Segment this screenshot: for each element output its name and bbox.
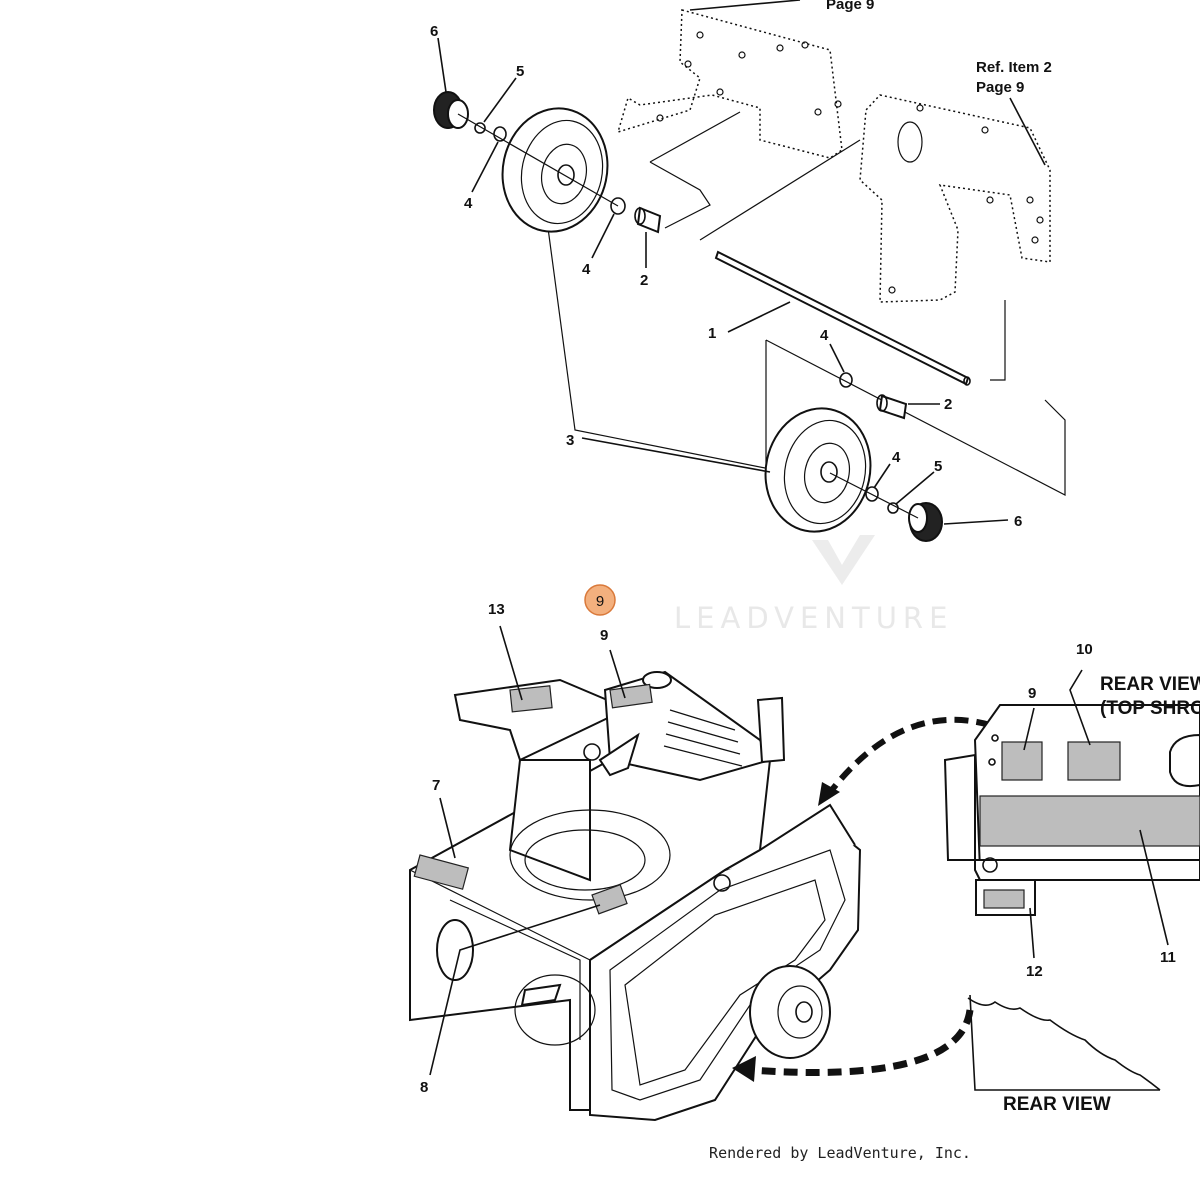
rear-decal-10 (1067, 741, 1121, 781)
handle-bracket (756, 696, 786, 764)
leader-part-5a (483, 77, 517, 123)
leader-part-7 (439, 797, 456, 859)
callout-part-10: 10 (1076, 641, 1093, 658)
decal-9 (609, 683, 653, 709)
snowthrower-housing (409, 759, 862, 1122)
footer-credit: Rendered by LeadVenture, Inc. (0, 1144, 1200, 1162)
hub-cap-upper (433, 91, 469, 129)
dashed-arrow-upper (818, 716, 991, 806)
leader-part-8 (429, 904, 601, 1076)
impeller-opening (509, 809, 671, 901)
rear-decal-11 (979, 795, 1200, 847)
callout-part-13: 13 (488, 601, 505, 618)
callout-part-4d: 4 (892, 449, 901, 466)
chute-crank (583, 732, 640, 777)
callout-part-5a: 5 (516, 63, 524, 80)
clip-upper (474, 122, 486, 134)
callout-part-6b: 6 (1014, 513, 1022, 530)
wheel-lower (764, 407, 872, 533)
callout-part-3: 3 (566, 432, 574, 449)
axle-rod (714, 250, 971, 386)
callout-part-12: 12 (1026, 963, 1043, 980)
leader-part-4c (829, 343, 845, 373)
callout-part-2b: 2 (944, 396, 952, 413)
callout-part-1: 1 (708, 325, 716, 342)
highlight-badge-label: 9 (596, 593, 604, 610)
ref-item-label: Ref. Item 2 (976, 59, 1052, 76)
rear-wheel (749, 965, 831, 1059)
callout-part-8: 8 (420, 1079, 428, 1096)
leader-page9-top (689, 0, 801, 11)
leader-part-12 (1029, 907, 1035, 959)
leader-part-10 (1069, 669, 1091, 746)
guide-line-wheel (547, 227, 776, 471)
page9-top-label: Page 9 (826, 0, 874, 13)
lower-assembly: 9 (409, 584, 1200, 1122)
leadventure-watermark: LEADVENTURE (674, 535, 953, 635)
decal-13 (509, 685, 553, 713)
leader-part-6a (437, 37, 447, 93)
callout-part-9: 9 (600, 627, 608, 644)
leader-part-6b (943, 519, 1009, 525)
watermark-brand: LEADVENTURE (674, 601, 953, 635)
leader-part-9 (609, 649, 626, 699)
upper-assembly: Page 9 Ref. Item 2 Page 9 1 (430, 0, 1066, 542)
center-line-lower (829, 472, 919, 519)
leader-part-4b (591, 213, 615, 259)
callout-part-2a: 2 (640, 272, 648, 289)
callout-part-11: 11 (1160, 949, 1176, 966)
callout-part-4b: 4 (582, 261, 591, 278)
leader-ref-item (1009, 97, 1046, 166)
frame-plate-right (859, 94, 1051, 303)
washer-lower-outer (865, 486, 879, 502)
callout-part-6a: 6 (430, 23, 438, 40)
callout-part-9-rear: 9 (1028, 685, 1036, 702)
leadventure-logo-icon (812, 535, 875, 585)
callout-part-7: 7 (432, 777, 440, 794)
washer-upper-inner (610, 197, 626, 215)
leader-part-11 (1139, 829, 1169, 946)
housing-knob (713, 874, 731, 892)
callout-part-4a: 4 (464, 195, 473, 212)
leader-part-5b (895, 471, 935, 505)
guide-line-lower (765, 339, 1066, 496)
leader-part-13 (499, 625, 523, 701)
rear-view-top-title-line1: REAR VIEW (1100, 674, 1200, 695)
rear-decal-9 (1001, 741, 1043, 781)
decal-7 (413, 854, 470, 890)
auger (436, 919, 596, 1046)
decal-8 (591, 883, 628, 915)
dashed-arrow-lower (732, 1009, 974, 1082)
washer-lower-inner (839, 372, 853, 388)
frame-plate-left (616, 9, 843, 159)
guide-line-left (649, 111, 741, 229)
ref-page-label: Page 9 (976, 79, 1024, 96)
leader-part-9-rear (1023, 707, 1035, 751)
rear-view-top-title-line2: (TOP SHROUD) (1100, 698, 1200, 719)
rear-view-top-shroud (943, 704, 1200, 916)
callout-part-4c: 4 (820, 327, 829, 344)
leader-part-3 (581, 437, 771, 473)
bushing-upper (634, 206, 662, 234)
discharge-chute (453, 678, 613, 882)
highlight-badge[interactable]: 9 (584, 584, 616, 616)
rear-view-bottom-title: REAR VIEW (1003, 1094, 1111, 1115)
leader-part-4a (471, 141, 499, 193)
callout-part-5b: 5 (934, 458, 942, 475)
hub-cap-lower (908, 502, 943, 542)
center-line-upper (457, 113, 619, 207)
leader-part-1 (727, 301, 791, 333)
washer-upper-outer (493, 126, 507, 142)
leader-part-4d (873, 463, 891, 489)
footer-text: Rendered by LeadVenture, Inc. (709, 1144, 971, 1162)
rear-decal-12 (983, 889, 1025, 909)
bushing-lower (876, 394, 908, 420)
guide-line-right (699, 139, 1006, 381)
rear-view-bottom-detail (967, 994, 1161, 1091)
